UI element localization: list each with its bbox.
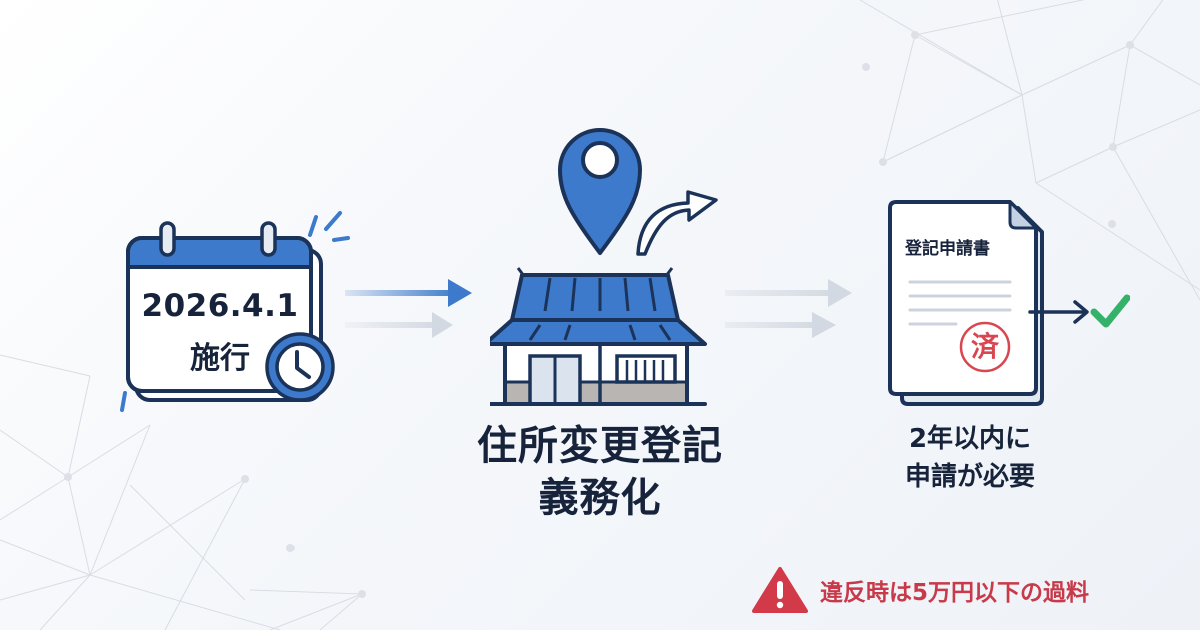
document-title: 登記申請書: [905, 239, 990, 259]
location-pin-icon: [558, 128, 642, 255]
center-title: 住所変更登記 義務化: [440, 420, 760, 524]
arrow-right-icon: [345, 312, 453, 338]
caption-line-1: 2年以内に: [908, 424, 1032, 454]
arrow-right-icon: [1028, 300, 1089, 324]
effective-label: 施行: [190, 341, 250, 376]
checkmark-icon: [1090, 294, 1130, 328]
house-icon: [490, 128, 718, 406]
deadline-caption: 2年以内に 申請が必要: [870, 420, 1070, 496]
calendar-icon: [120, 211, 350, 412]
completed-stamp: 済: [970, 330, 999, 363]
arrow-right-icon: [725, 279, 852, 307]
warning-icon: [752, 567, 808, 613]
curved-arrow-icon: [636, 190, 718, 256]
warning-text: 違反時は5万円以下の過料: [820, 580, 1090, 606]
effective-date: 2026.4.1: [141, 288, 299, 324]
title-line-2: 義務化: [538, 475, 662, 521]
caption-line-2: 申請が必要: [904, 462, 1035, 492]
document-icon: [888, 200, 1130, 406]
arrow-right-icon: [345, 279, 472, 307]
title-line-1: 住所変更登記: [477, 423, 723, 469]
penalty-warning: 違反時は5万円以下の過料: [752, 566, 1089, 614]
flow-arrows-right: [725, 279, 852, 338]
clock-icon: [265, 332, 335, 402]
flow-arrows-left: [345, 279, 472, 338]
arrow-right-icon: [725, 312, 836, 338]
